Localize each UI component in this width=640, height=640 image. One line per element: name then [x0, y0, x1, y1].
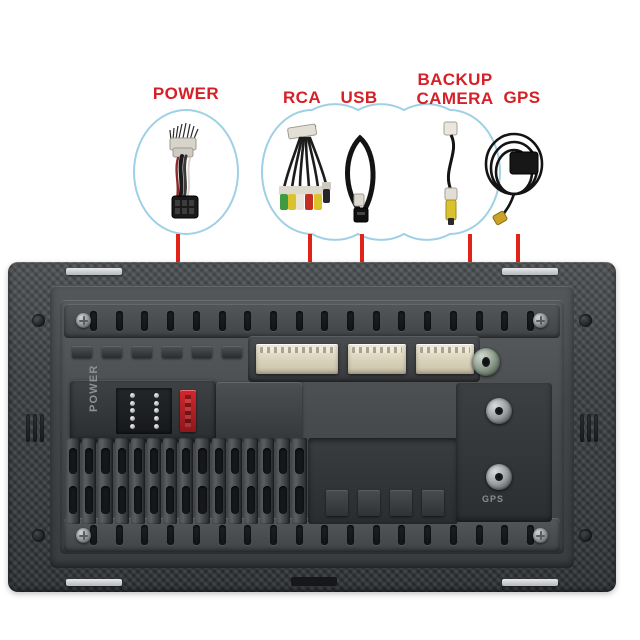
slot-d — [422, 490, 444, 516]
mount-clip-bottom-left — [66, 579, 122, 586]
fuse-holder — [180, 390, 196, 432]
gps-jack[interactable] — [486, 464, 512, 490]
power-socket-housing[interactable]: POWER — [70, 364, 216, 442]
antenna-jack[interactable] — [472, 348, 500, 376]
backup-camera-cable-image — [443, 121, 458, 225]
usb-cable-image — [345, 134, 376, 223]
screw-top-right — [533, 313, 548, 328]
mount-clip-top-right — [502, 268, 558, 275]
power-pin-grid — [116, 388, 172, 434]
rca-cable-image — [279, 123, 331, 210]
grip-ridges-left — [26, 414, 44, 442]
mount-clip-bottom-right — [502, 579, 558, 586]
slot-c — [390, 490, 412, 516]
label-backup-camera: BACKUP CAMERA — [416, 70, 494, 108]
mount-post-top-left — [32, 314, 45, 327]
screw-bottom-left — [76, 528, 91, 543]
label-usb: USB — [340, 88, 378, 107]
label-rca: RCA — [282, 88, 322, 107]
mount-clip-bottom-center — [291, 577, 337, 586]
mount-clip-top-left — [66, 268, 122, 275]
power-socket-label: POWER — [88, 364, 100, 412]
gps-jack-label: GPS — [482, 494, 505, 504]
gps-antenna-image — [484, 132, 544, 226]
mount-post-bottom-left — [32, 529, 45, 542]
slot-b — [358, 490, 380, 516]
label-gps: GPS — [503, 88, 541, 107]
connector-port-group — [256, 344, 474, 374]
av-port[interactable] — [348, 344, 406, 374]
power-bay-cover — [216, 382, 302, 440]
car-stereo-head-unit: POWER GPS — [8, 262, 616, 592]
aerial-jack[interactable] — [486, 398, 512, 424]
mount-post-top-right — [579, 314, 592, 327]
mount-post-bottom-right — [579, 529, 592, 542]
label-power: POWER — [152, 84, 220, 103]
power-harness-image — [169, 122, 199, 219]
aux-port[interactable] — [416, 344, 474, 374]
clip-tab-row — [72, 346, 242, 358]
slot-a — [326, 490, 348, 516]
wiring-harness-port[interactable] — [256, 344, 338, 374]
recessed-panel — [308, 438, 458, 524]
vent-bar-top — [64, 304, 560, 338]
screw-bottom-right — [533, 528, 548, 543]
antenna-bay: GPS — [456, 382, 552, 522]
grip-ridges-right — [580, 414, 598, 442]
screw-top-left — [76, 313, 91, 328]
